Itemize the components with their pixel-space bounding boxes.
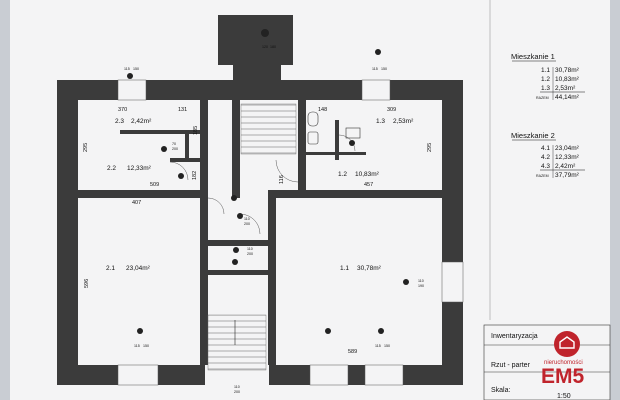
small-label: 190 [418, 284, 424, 288]
room-number: 1.3 [376, 118, 385, 125]
room-area: 2,42m² [131, 118, 152, 125]
dimension-148: 148 [318, 107, 327, 113]
scale-label: Skala: [491, 387, 511, 394]
small-label: 115 [372, 67, 378, 71]
room-labels: 2.3 2,42m² 2.2 12,33m² 2.1 23,04m² 1.3 2… [106, 118, 414, 272]
dimension-185: 185 [193, 126, 199, 135]
logo-subtext: nieruchomości [544, 360, 583, 366]
small-label: 200 [244, 222, 250, 226]
apartment-title: Mieszkanie 1 [511, 52, 555, 61]
em5-logo: EM5 nieruchomości [541, 331, 585, 388]
windows [117, 79, 464, 386]
small-label: 180 [270, 45, 276, 49]
small-label: 115 [134, 344, 140, 348]
logo-circle-icon [554, 331, 580, 357]
toilet-icon [307, 111, 319, 127]
legend-total-label: RAZEM [536, 174, 549, 178]
room-area: 23,04m² [126, 265, 151, 272]
door-swings [169, 134, 356, 235]
dimension-295-left: 295 [83, 143, 89, 152]
small-label: 200 [247, 252, 253, 256]
dimension-182: 182 [192, 171, 198, 180]
small-label: 110 [418, 279, 424, 283]
small-label: 150 [143, 344, 149, 348]
dimension-116: 116 [279, 175, 285, 184]
dimension-309: 309 [387, 107, 396, 113]
legend-total: 37,79m² [555, 172, 580, 179]
room-area: 12,33m² [127, 165, 152, 172]
room-number: 1.1 [340, 265, 349, 272]
legend-row-number: 4.2 [541, 154, 550, 161]
room-number: 2.2 [107, 165, 116, 172]
legend-row-number: 4.1 [541, 145, 550, 152]
small-label: 150 [133, 67, 139, 71]
legend-row-area: 2,53m² [555, 85, 576, 92]
room-area: 10,83m² [355, 171, 380, 178]
sink-icon [307, 131, 319, 145]
dimension-596: 596 [84, 279, 90, 288]
drawing-name: Rzut - parter [491, 362, 531, 369]
small-label: 110 [234, 385, 240, 389]
legend-row-area: 23,04m² [555, 145, 580, 152]
room-number: 1.2 [338, 171, 347, 178]
small-label: 150 [384, 344, 390, 348]
logo-text: EM5 [541, 365, 585, 388]
legend-total-label: RAZEM [536, 96, 549, 100]
inventory-label: Inwentaryzacja [491, 333, 538, 340]
apartment-1-legend: Mieszkanie 1 1.1 30,78m² 1.2 10,83m² 1.3… [511, 52, 585, 101]
dimension-457: 457 [364, 182, 373, 188]
small-label: 110 [247, 247, 253, 251]
legend-row-area: 12,33m² [555, 154, 580, 161]
legend-row-area: 30,78m² [555, 67, 580, 74]
dimension-labels: 370 131 185 295 509 407 182 596 148 309 … [83, 107, 433, 355]
legend-row-area: 2,42m² [555, 163, 576, 170]
scale-value: 1:50 [557, 393, 571, 400]
legend-row-number: 1.1 [541, 67, 550, 74]
room-area: 30,78m² [357, 265, 382, 272]
outer-walls [57, 15, 463, 385]
washbasin-icon [345, 127, 361, 139]
room-number: 2.1 [106, 265, 115, 272]
apartment-title: Mieszkanie 2 [511, 131, 555, 140]
legend-row-number: 1.3 [541, 85, 550, 92]
dimension-589: 589 [348, 349, 357, 355]
house-icon [559, 336, 575, 349]
small-label: 115 [375, 344, 381, 348]
small-label: 115 [124, 67, 130, 71]
small-label: 120 [262, 45, 268, 49]
room-area: 2,53m² [393, 118, 414, 125]
apartment-2-legend: Mieszkanie 2 4.1 23,04m² 4.2 12,33m² 4.3… [511, 131, 585, 179]
small-label: 200 [234, 390, 240, 394]
room-number: 2.3 [115, 118, 124, 125]
small-label: 70 [172, 142, 176, 146]
legend-row-area: 10,83m² [555, 76, 580, 83]
legend-total: 44,14m² [555, 94, 580, 101]
dimension-407: 407 [132, 200, 141, 206]
legend-row-number: 4.3 [541, 163, 550, 170]
interior-walls [78, 80, 442, 365]
legend-row-number: 1.2 [541, 76, 550, 83]
dimension-370: 370 [118, 107, 127, 113]
dimension-131: 131 [178, 107, 187, 113]
dimension-509: 509 [150, 182, 159, 188]
upper-stairs [240, 103, 297, 155]
title-block: Inwentaryzacja Rzut - parter Skala: 1:50 [483, 324, 611, 400]
small-label: 150 [381, 67, 387, 71]
small-label: 200 [172, 147, 178, 151]
entrance-stairs [207, 314, 267, 371]
light-points [127, 29, 409, 334]
dimension-295-right: 295 [427, 143, 433, 152]
small-label: 110 [244, 217, 250, 221]
